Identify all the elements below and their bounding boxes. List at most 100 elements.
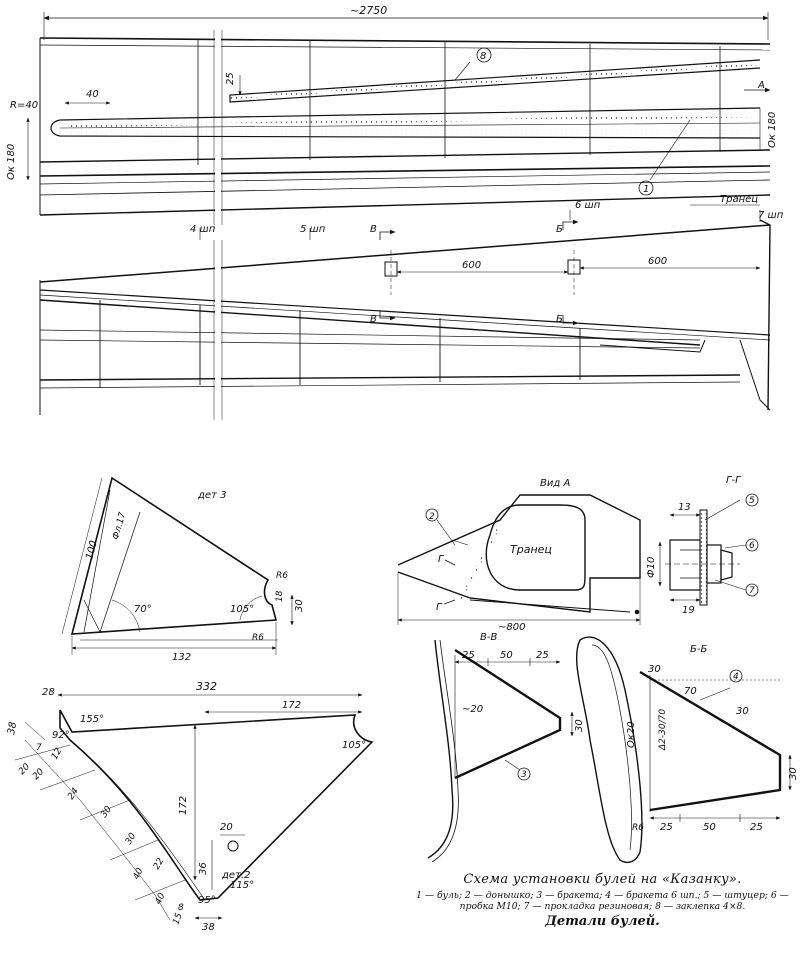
section-bb-dim-ok20: Ок20 <box>626 721 637 748</box>
det2-angle-95: 95° <box>198 895 216 906</box>
section-vv-callout-3: 3 <box>521 770 527 780</box>
section-bb-dim-30a: 30 <box>648 664 661 675</box>
section-bb-dim-delta: Δ2-30/70 <box>658 709 668 751</box>
det3-r6-bottom: R6 <box>252 633 264 643</box>
section-gg-dim-19: 19 <box>682 605 695 616</box>
det2-dim-30b: 30 <box>124 831 139 846</box>
section-vv-dim-20: ~20 <box>462 704 483 715</box>
dim-ok180-left: Ок 180 <box>6 144 17 180</box>
section-vv-title: В-В <box>480 632 497 643</box>
det3-dim-100: 100 <box>84 539 100 560</box>
section-gg-callout-6: 6 <box>749 541 755 551</box>
det3-dim-18: 18 <box>275 590 285 602</box>
dim-25: 25 <box>225 72 236 85</box>
det2-angle-105: 105° <box>342 740 366 751</box>
frame-7-label: 7 шп <box>758 210 784 221</box>
section-bb-dim-30b: 30 <box>736 706 749 717</box>
section-bb <box>575 636 792 864</box>
section-b-bottom: Б <box>556 314 563 325</box>
det2-dim-22: 22 <box>152 856 167 871</box>
view-a <box>397 494 641 625</box>
det2-dim-20-hole: 20 <box>220 822 233 833</box>
det2-dim-15: 15 <box>171 912 184 926</box>
view-a-cut-g2: Г <box>436 602 443 613</box>
section-vv <box>427 639 574 863</box>
det2-dim-24: 24 <box>66 786 81 801</box>
caption-legend: 1 — буль; 2 — донышко; 3 — бракета; 4 — … <box>416 890 789 912</box>
section-gg-labels: Г-Г 13 Ф10 19 5 6 7 <box>646 475 755 616</box>
section-vv-dim-50: 50 <box>500 650 513 661</box>
dim-ok180-right: Ок 180 <box>767 112 778 148</box>
transom-label: Транец <box>720 194 758 205</box>
det3-title: дет 3 <box>197 490 226 501</box>
dim-600-a: 600 <box>462 260 481 271</box>
frame-6-label: 6 шп <box>575 200 601 211</box>
det2-dim-20b: 20 <box>31 767 46 782</box>
view-a-dim-800: ~800 <box>498 622 525 633</box>
det2-angle-155: 155° <box>80 714 104 725</box>
section-bb-dim-50: 50 <box>703 822 716 833</box>
det3-r6-top: R6 <box>276 571 288 581</box>
section-bb-labels: Б-Б 30 70 30 Ок20 Δ2-30/70 4 30 25 50 25… <box>626 644 799 833</box>
section-bb-dim-25b: 25 <box>750 822 763 833</box>
det3-angle-70: 70° <box>134 604 152 615</box>
caption-title: Схема установки булей на «Казанку». <box>463 872 742 887</box>
view-a-callout-2: 2 <box>429 512 435 522</box>
section-v-bottom: В <box>370 314 377 325</box>
section-bb-callout-4: 4 <box>733 672 739 682</box>
caption: Схема установки булей на «Казанку». 1 — … <box>405 872 800 929</box>
det2-dim-40a: 40 <box>132 866 146 881</box>
det2-dim-30a: 30 <box>99 804 114 819</box>
section-b-top: Б <box>556 224 563 235</box>
det2-dim-332: 332 <box>196 680 217 693</box>
section-gg-dim-13: 13 <box>678 502 691 513</box>
det2-dim-40b: 40 <box>154 891 168 906</box>
section-vv-dim-25a: 25 <box>462 650 475 661</box>
section-vv-labels: В-В 25 50 25 ~20 30 3 <box>462 632 585 780</box>
section-bb-dim-30c: 30 <box>788 767 799 780</box>
radius-label: R=40 <box>10 100 38 111</box>
det2-dim-8: 8 <box>178 903 184 913</box>
det2-angle-92: 92° <box>52 730 70 741</box>
side-view <box>39 204 771 420</box>
det3-dim-30: 30 <box>294 599 305 612</box>
det2-dim-28: 28 <box>42 687 55 698</box>
section-gg <box>658 493 759 606</box>
section-bb-dim-25a: 25 <box>660 822 673 833</box>
section-gg-title: Г-Г <box>726 475 742 486</box>
caption-subtitle: Детали булей. <box>545 914 660 929</box>
callout-1: 1 <box>643 184 649 195</box>
section-gg-dim-phi10: Ф10 <box>646 557 657 578</box>
frame-5-label: 5 шп <box>300 224 326 235</box>
det2-dim-172-vert: 172 <box>178 796 189 815</box>
top-view-labels: ~2750 40 R=40 25 Ок 180 Ок 180 8 1 А <box>6 4 778 195</box>
det2-dim-38-bottom: 38 <box>202 922 215 933</box>
callout-8: 8 <box>480 51 486 62</box>
section-gg-callout-5: 5 <box>749 496 755 506</box>
section-vv-dim-30: 30 <box>574 719 585 732</box>
dim-40: 40 <box>86 89 99 100</box>
section-gg-callout-7: 7 <box>749 586 755 596</box>
det2-angle-115: 115° <box>230 880 254 891</box>
det2-dim-36: 36 <box>198 862 209 875</box>
view-a-labels: Вид А Транец 2 Г Г ~800 <box>429 478 570 633</box>
frame-4-label: 4 шп <box>190 224 216 235</box>
dim-overall: ~2750 <box>350 4 387 17</box>
det3-flange: Фл.17 <box>111 511 128 541</box>
arrow-a-label: А <box>757 80 765 91</box>
detail-3 <box>61 476 294 655</box>
section-bb-title: Б-Б <box>690 644 707 655</box>
det2-dim-38-left: 38 <box>6 721 19 735</box>
det3-angle-105: 105° <box>230 604 254 615</box>
top-view <box>26 12 771 225</box>
det2-dim-12: 12 <box>50 746 65 761</box>
section-v-top: В <box>370 224 377 235</box>
detail-3-labels: дет 3 100 Фл.17 70° 105° R6 R6 30 18 132 <box>84 490 305 663</box>
view-a-title: Вид А <box>540 478 570 489</box>
det2-dim-172-top: 172 <box>282 700 301 711</box>
det3-dim-132: 132 <box>172 652 191 663</box>
section-bb-r6: R6 <box>632 823 644 833</box>
det2-dim-7: 7 <box>36 743 42 753</box>
detail-2 <box>14 693 374 921</box>
